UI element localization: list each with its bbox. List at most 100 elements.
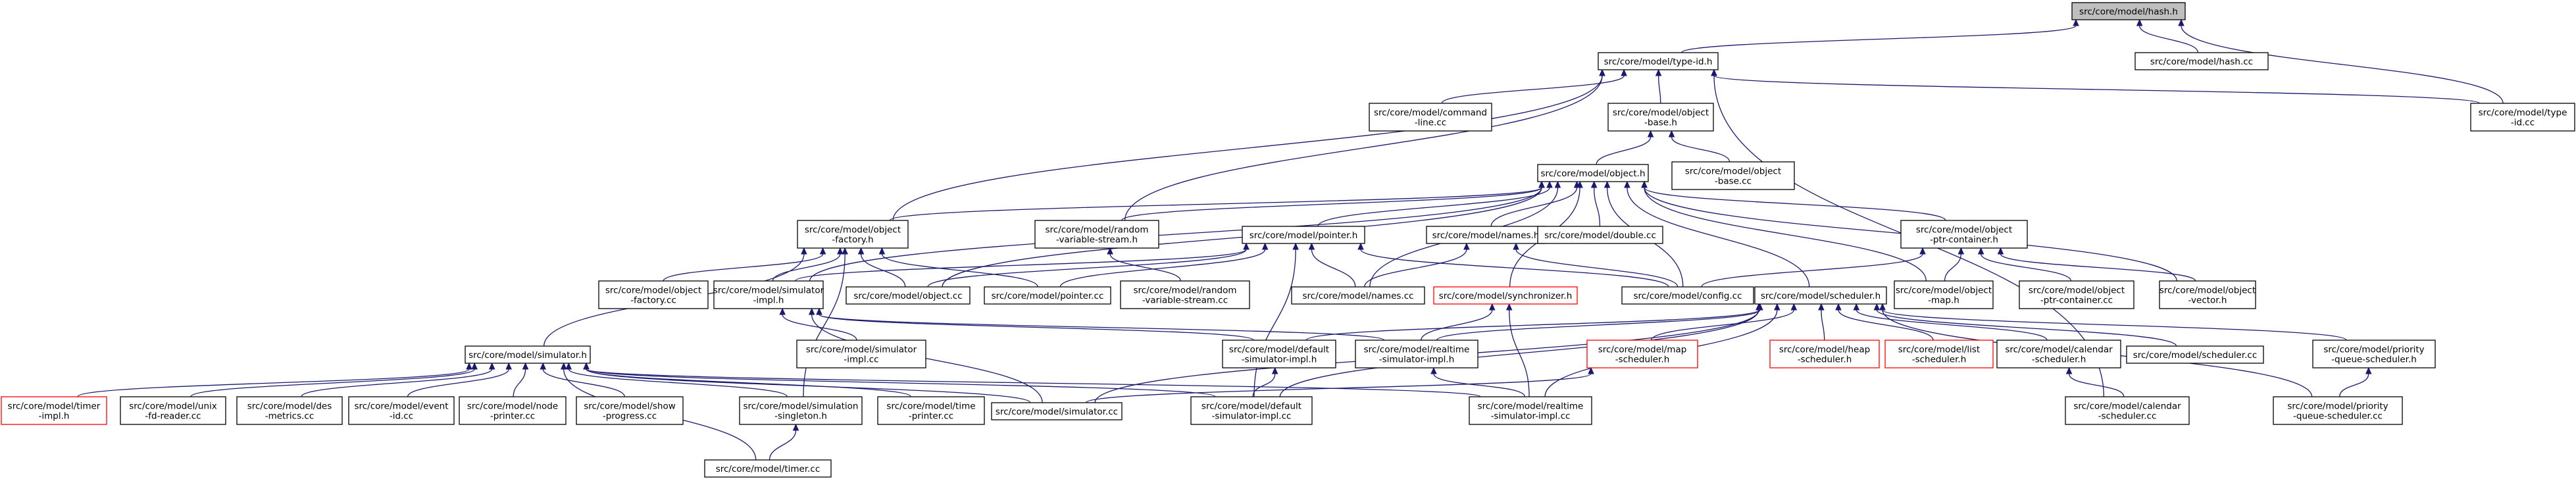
node-synchronizer-h[interactable]: src/core/model/synchronizer.h — [1433, 286, 1578, 305]
edge-arrowhead — [819, 247, 826, 255]
node-label: src/core/model/pointer.cc — [992, 291, 1104, 301]
node-heap-scheduler-h[interactable]: src/core/model/heap-scheduler.h — [1769, 340, 1880, 368]
node-label: src/core/model/timer.cc — [716, 464, 821, 474]
edge-arrowhead — [1919, 247, 1926, 255]
edge-object_h-to-object_base_h — [1596, 136, 1652, 165]
edge-simulation_singleton_h-to-simulator_h — [568, 368, 788, 397]
node-object-map-h[interactable]: src/core/model/object-map.h — [1894, 280, 1994, 309]
node-realtime-simulator-impl-h[interactable]: src/core/model/realtime-simulator-impl.h — [1355, 340, 1478, 368]
node-simulator-impl-cc[interactable]: src/core/model/simulator-impl.cc — [796, 340, 926, 368]
node-config-cc[interactable]: src/core/model/config.cc — [1621, 286, 1754, 305]
edge-names_h-to-object_h — [1490, 187, 1578, 227]
edge-map_scheduler_h-to-scheduler_h — [1650, 309, 1794, 341]
node-box — [236, 396, 343, 425]
edge-double_cc-to-object_h — [1594, 187, 1601, 227]
node-time-printer-cc[interactable]: src/core/model/time-printer.cc — [877, 396, 985, 425]
node-priority-queue-scheduler-h[interactable]: src/core/model/priority-queue-scheduler.… — [2312, 340, 2436, 368]
node-double-cc[interactable]: src/core/model/double.cc — [1537, 226, 1663, 244]
node-object-cc[interactable]: src/core/model/object.cc — [846, 286, 971, 305]
edge-arrowhead — [801, 247, 807, 255]
node-object-factory-h[interactable]: src/core/model/object-factory.h — [797, 220, 909, 249]
node-label: -printer.cc — [909, 411, 953, 422]
edge-arrowhead — [1357, 242, 1364, 250]
edge-arrowhead — [1292, 242, 1299, 250]
node-label: -id.cc — [2511, 118, 2535, 128]
node-object-ptr-container-h[interactable]: src/core/model/object-ptr-container.h — [1900, 220, 2028, 249]
node-realtime-simulator-impl-cc[interactable]: src/core/model/realtime-simulator-impl.c… — [1469, 396, 1592, 425]
node-label: -singleton.h — [774, 411, 827, 422]
node-pointer-cc[interactable]: src/core/model/pointer.cc — [984, 286, 1111, 305]
node-timer-impl-h[interactable]: src/core/model/timer-impl.h — [1, 396, 107, 425]
node-box — [1894, 280, 1994, 309]
node-label: -impl.h — [39, 411, 70, 422]
node-random-variable-stream-h[interactable]: src/core/model/random-variable-stream.h — [1034, 220, 1159, 249]
edge-arrowhead — [1505, 303, 1513, 311]
node-hash-cc[interactable]: src/core/model/hash.cc — [2134, 52, 2269, 70]
node-object-vector-h[interactable]: src/core/model/object-vector.h — [2159, 280, 2256, 309]
node-node-printer-cc[interactable]: src/core/model/node-printer.cc — [459, 396, 567, 425]
edge-random_variable_stream_h-to-type_id_h — [1124, 75, 1603, 221]
node-default-simulator-impl-cc[interactable]: src/core/model/default-simulator-impl.cc — [1190, 396, 1313, 425]
node-calendar-scheduler-cc[interactable]: src/core/model/calendar-scheduler.cc — [2065, 396, 2190, 425]
node-priority-queue-scheduler-cc[interactable]: src/core/model/priority-queue-scheduler.… — [2273, 396, 2403, 425]
node-names-h[interactable]: src/core/model/names.h — [1426, 226, 1546, 244]
node-pointer-h[interactable]: src/core/model/pointer.h — [1242, 226, 1365, 244]
node-random-variable-stream-cc[interactable]: src/core/model/random-variable-stream.cc — [1120, 280, 1250, 309]
edge-arrowhead — [1818, 303, 1825, 311]
node-object-h[interactable]: src/core/model/object.h — [1537, 164, 1649, 182]
edge-arrowhead — [1647, 130, 1654, 138]
edge-default_simulator_impl_cc-to-scheduler_h — [1279, 309, 1759, 397]
edge-arrowhead — [857, 247, 865, 255]
node-simulation-singleton-h[interactable]: src/core/model/simulation-singleton.h — [739, 396, 863, 425]
edge-unix_fd_reader_cc-to-simulator_h — [190, 368, 475, 397]
node-label: src/core/model/pointer.h — [1250, 230, 1358, 241]
edge-object_vector_h-to-object_ptr_container_h — [2000, 253, 2196, 282]
edge-time_printer_cc-to-simulator_h — [586, 368, 911, 397]
edge-scheduler_cc-to-scheduler_h — [1876, 309, 2177, 347]
node-object-factory-cc[interactable]: src/core/model/object-factory.cc — [598, 280, 709, 309]
edge-config_cc-to-pointer_h — [1360, 249, 1669, 288]
node-simulator-h[interactable]: src/core/model/simulator.h — [465, 345, 591, 364]
node-label: src/core/model/names.cc — [1302, 291, 1413, 301]
node-object-base-h[interactable]: src/core/model/object-base.h — [1607, 103, 1714, 132]
node-object-ptr-container-cc[interactable]: src/core/model/object-ptr-container.cc — [2019, 280, 2134, 309]
edge-names_cc-to-names_h — [1364, 249, 1467, 288]
node-box — [576, 396, 684, 425]
node-label: -simulator-impl.h — [1242, 355, 1317, 365]
edge-simulation_singleton_h-to-object_factory_h — [803, 253, 846, 397]
node-box — [2071, 2, 2186, 20]
node-des-metrics-cc[interactable]: src/core/model/des-metrics.cc — [236, 396, 343, 425]
node-unix-fd-reader-cc[interactable]: src/core/model/unix-fd-reader.cc — [120, 396, 226, 425]
edge-node_printer_cc-to-simulator_h — [513, 368, 526, 397]
node-label: -fd-reader.cc — [145, 411, 201, 422]
node-label: -scheduler.h — [1912, 355, 1967, 365]
node-default-simulator-impl-h[interactable]: src/core/model/default-simulator-impl.h — [1222, 340, 1336, 368]
node-event-id-cc[interactable]: src/core/model/event-id.cc — [348, 396, 455, 425]
edge-arrowhead — [1711, 68, 1717, 76]
edge-arrowhead — [1790, 303, 1798, 311]
node-label: src/core/model/scheduler.cc — [2133, 350, 2258, 361]
edge-arrowhead — [1668, 130, 1675, 138]
edge-arrowhead — [1430, 367, 1437, 374]
node-type-id-h[interactable]: src/core/model/type-id.h — [1598, 52, 1719, 70]
edge-object_map_h-to-object_ptr_container_h — [1944, 253, 1961, 282]
node-label: src/core/model/object — [1613, 108, 1709, 118]
node-calendar-scheduler-h[interactable]: src/core/model/calendar-scheduler.h — [1996, 340, 2121, 368]
node-scheduler-h[interactable]: src/core/model/scheduler.h — [1754, 286, 1887, 305]
node-simulator-cc[interactable]: src/core/model/simulator.cc — [991, 402, 1123, 420]
edge-names_cc-to-pointer_h — [1311, 249, 1356, 288]
node-timer-cc[interactable]: src/core/model/timer.cc — [704, 459, 832, 478]
node-scheduler-cc[interactable]: src/core/model/scheduler.cc — [2126, 345, 2264, 364]
node-show-progress-cc[interactable]: src/core/model/show-progress.cc — [576, 396, 684, 425]
node-list-scheduler-h[interactable]: src/core/model/list-scheduler.h — [1884, 340, 1994, 368]
node-box — [846, 286, 971, 305]
node-command-line-cc[interactable]: src/core/model/command-line.cc — [1369, 103, 1492, 132]
node-box — [1034, 220, 1159, 249]
node-type-id-cc[interactable]: src/core/model/type-id.cc — [2470, 103, 2575, 132]
node-map-scheduler-h[interactable]: src/core/model/map-scheduler.h — [1586, 340, 1698, 368]
node-names-cc[interactable]: src/core/model/names.cc — [1291, 286, 1425, 305]
edge-realtime_simulator_impl_h-to-simulator_impl_h — [819, 314, 1385, 341]
node-simulator-impl-h[interactable]: src/core/model/simulator-impl.h — [713, 280, 824, 309]
node-label: -factory.h — [832, 235, 873, 245]
node-object-base-cc[interactable]: src/core/model/object-base.cc — [1671, 161, 1795, 190]
